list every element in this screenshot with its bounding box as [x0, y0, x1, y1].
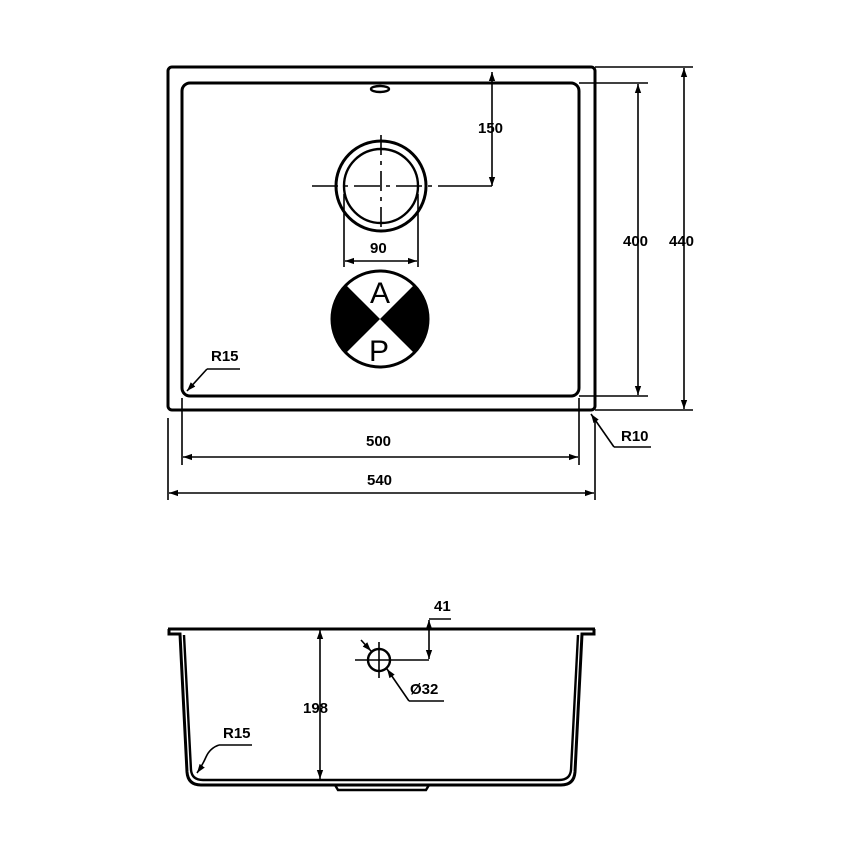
dim-90-label: 90: [370, 240, 387, 257]
logo-letter-p: P: [369, 335, 389, 368]
radius-r10-plan-label: R10: [621, 428, 649, 445]
section-outer-profile: [167, 629, 596, 787]
logo-letter-a: A: [370, 277, 390, 310]
overflow-slot: [369, 84, 391, 94]
dim-150-label: 150: [478, 120, 503, 137]
sink-outer-rim: [166, 65, 597, 412]
section-view: 41 Ø32 198 R15: [167, 598, 596, 792]
radius-r10-plan: R10: [590, 413, 651, 448]
logo-left-quadrant: [332, 285, 380, 353]
logo-right-quadrant: [380, 285, 428, 353]
dim-500: 500: [181, 398, 580, 465]
radius-r15-section-label: R15: [223, 725, 251, 742]
dim-overflow-diameter: Ø32: [360, 639, 444, 702]
radius-r15-plan-label: R15: [211, 348, 239, 365]
section-inner-profile: [182, 634, 580, 782]
section-drain-outlet: [333, 784, 431, 792]
sink-inner-bowl: [180, 81, 581, 398]
dim-198-label: 198: [303, 700, 328, 717]
dim-440: 440: [595, 66, 694, 411]
dim-41-label: 41: [434, 598, 451, 615]
radius-r15-section: R15: [196, 725, 252, 774]
plan-view: 150 90 A P 400 440: [166, 65, 694, 500]
dim-90: 90: [343, 194, 419, 267]
dim-overflow-diameter-label: Ø32: [410, 681, 438, 698]
dim-400: 400: [579, 82, 648, 397]
dim-500-label: 500: [366, 433, 391, 450]
dim-400-label: 400: [623, 233, 648, 250]
section-overflow-hole: [355, 642, 429, 678]
drain: [312, 135, 492, 233]
dim-198: 198: [303, 630, 328, 779]
radius-r15-plan: R15: [186, 348, 240, 392]
brand-logo: A P: [330, 269, 430, 369]
dim-540-label: 540: [367, 472, 392, 489]
dim-41: 41: [425, 598, 451, 659]
dim-150: 150: [478, 72, 503, 186]
dim-540: 540: [167, 418, 596, 500]
dim-440-label: 440: [669, 233, 694, 250]
